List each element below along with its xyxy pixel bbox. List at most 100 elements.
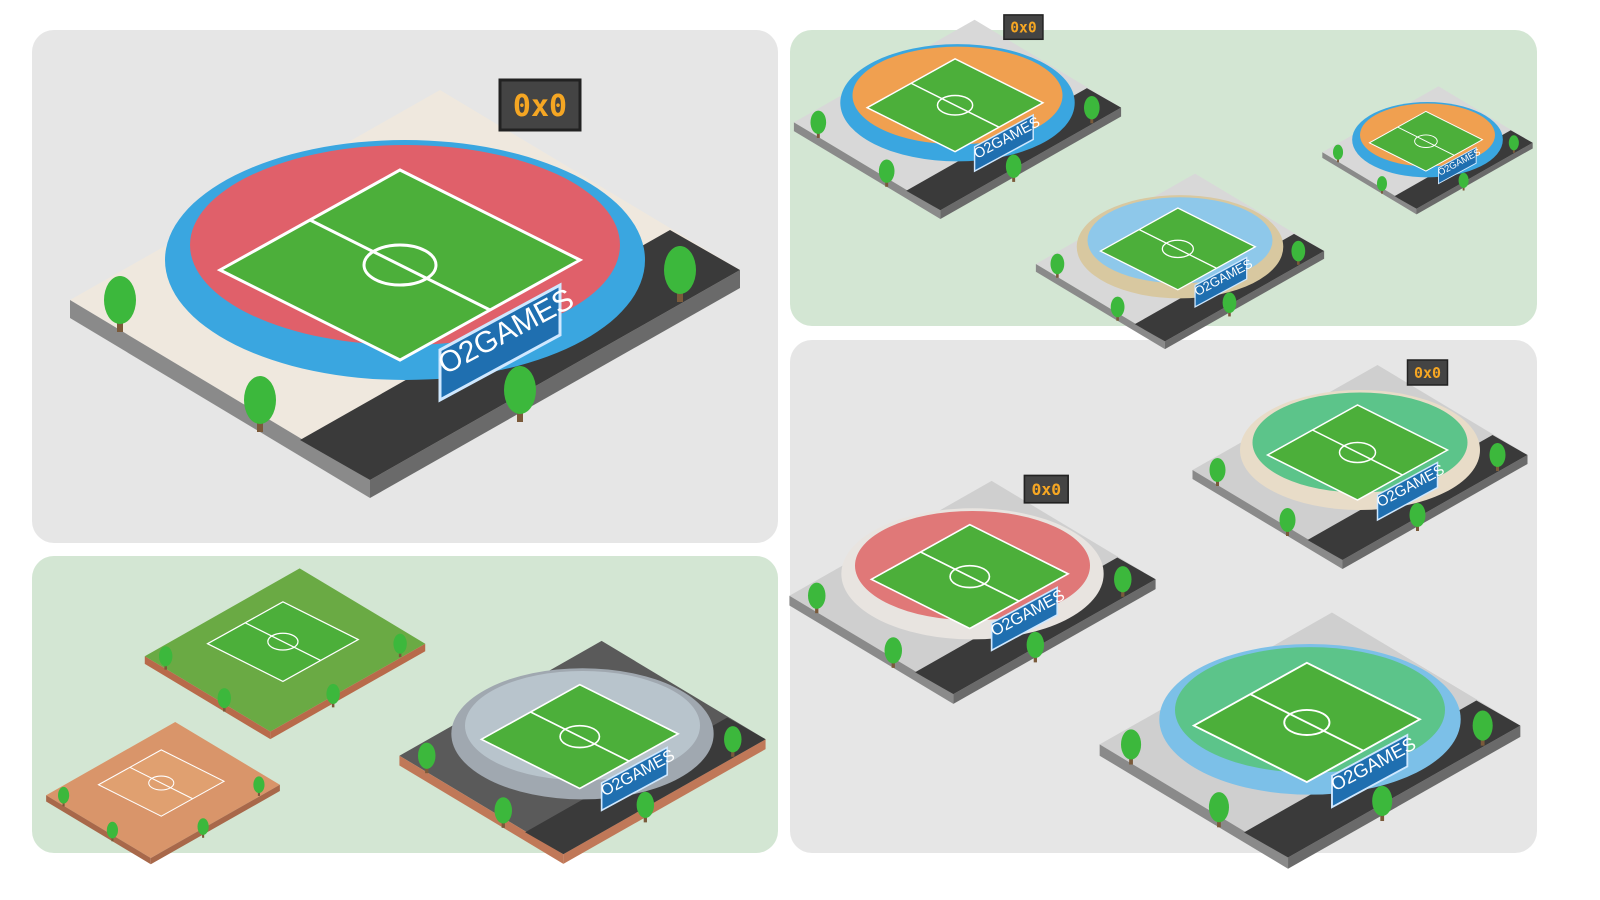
tree [1489, 443, 1506, 467]
pitch-halfway-line [530, 711, 630, 762]
field-dirt [46, 721, 280, 865]
tree [1279, 508, 1296, 532]
tree [494, 797, 512, 824]
scoreboard [1406, 359, 1449, 386]
ground-side-right [150, 784, 280, 865]
pitch-halfway-line [1138, 228, 1217, 269]
sponsor-billboard [438, 282, 562, 403]
scoreboard [1003, 14, 1044, 41]
ground-side-left [1035, 263, 1165, 350]
tree [58, 786, 70, 804]
pitch-halfway-line [244, 622, 321, 662]
tree [1458, 172, 1469, 188]
pitch-center-circle [949, 564, 991, 589]
tree [636, 791, 655, 818]
tree [1472, 710, 1493, 741]
tree [104, 276, 136, 324]
ground-side-right [370, 270, 740, 498]
pitch-center-circle [936, 94, 974, 116]
tree [244, 376, 276, 424]
tree [1208, 792, 1229, 823]
tree [1222, 292, 1237, 313]
tree [1372, 785, 1393, 816]
tree [1291, 240, 1306, 262]
ground-side-right [1164, 251, 1325, 350]
tree [1121, 729, 1142, 760]
tree [197, 818, 209, 835]
sponsor-billboard [990, 586, 1059, 652]
sponsor-billboard [973, 113, 1034, 173]
sponsor-billboard [1438, 146, 1477, 185]
tree [1005, 154, 1022, 178]
tree [724, 726, 742, 753]
pitch-center-circle [1161, 239, 1194, 259]
sponsor-billboard [1376, 461, 1439, 522]
sponsor-billboard [1331, 733, 1409, 809]
tree [1050, 253, 1065, 275]
ground-side-left [46, 795, 151, 865]
pitch-center-circle [559, 724, 601, 749]
ground-side-left [144, 656, 271, 740]
tree [326, 683, 340, 704]
pitch-center-circle [1283, 708, 1331, 736]
tree [1209, 458, 1226, 482]
tree [808, 582, 826, 609]
stadium-top-mid: O2GAMES [1035, 173, 1325, 350]
tree [1114, 566, 1132, 593]
pitch-halfway-line [920, 551, 1020, 602]
pitch-halfway-line [129, 766, 193, 800]
ground-side-right [940, 107, 1122, 220]
ground-side-left [793, 122, 941, 220]
tree [1333, 144, 1344, 160]
field-grass [144, 568, 426, 740]
tree [106, 821, 118, 839]
tree [810, 110, 827, 135]
tree [878, 159, 895, 183]
tree [504, 366, 536, 414]
scoreboard [498, 78, 582, 132]
pitch-center-circle [1414, 134, 1438, 148]
tree [1110, 296, 1125, 318]
pitch-halfway-line [910, 82, 1000, 128]
tree [1409, 503, 1426, 527]
pitch-halfway-line [309, 218, 491, 312]
tree [393, 633, 407, 654]
ground-side-right [1342, 455, 1528, 569]
stadium-bottom-right: O2GAMES [1099, 612, 1521, 869]
scoreboard [1023, 474, 1069, 504]
stadium-top-right: O2GAMES [1322, 86, 1533, 215]
tree [217, 688, 231, 709]
pitch-halfway-line [1397, 126, 1455, 156]
sponsor-billboard [1194, 256, 1248, 309]
arena-small: O2GAMES [399, 640, 766, 864]
ground-side-right [953, 579, 1156, 704]
scoreboard-score: 0x0 [1010, 19, 1036, 36]
pitch-center-circle [148, 775, 175, 791]
pitch-center-circle [267, 632, 299, 651]
scoreboard-score: 0x0 [1414, 364, 1441, 382]
tree [159, 646, 173, 667]
tree [1376, 176, 1387, 192]
ground-side-left [1099, 744, 1289, 869]
tree [253, 776, 265, 794]
ground-side-left [1322, 152, 1417, 215]
scoreboard-score: 0x0 [513, 89, 567, 124]
ground-side-left [1192, 470, 1343, 569]
tree [418, 742, 436, 769]
pitch-halfway-line [1312, 429, 1403, 476]
ground-side-left [399, 755, 564, 864]
ground-side-left [70, 300, 370, 498]
tree [1026, 631, 1045, 658]
sponsor-billboard [600, 746, 669, 812]
tree [884, 637, 902, 664]
pitch-center-circle [1338, 441, 1377, 464]
ground-side-right [1416, 142, 1533, 215]
tree [664, 246, 696, 294]
ground-side-right [563, 739, 766, 864]
ground-side-right [270, 643, 426, 740]
ground-side-right [1288, 725, 1521, 869]
